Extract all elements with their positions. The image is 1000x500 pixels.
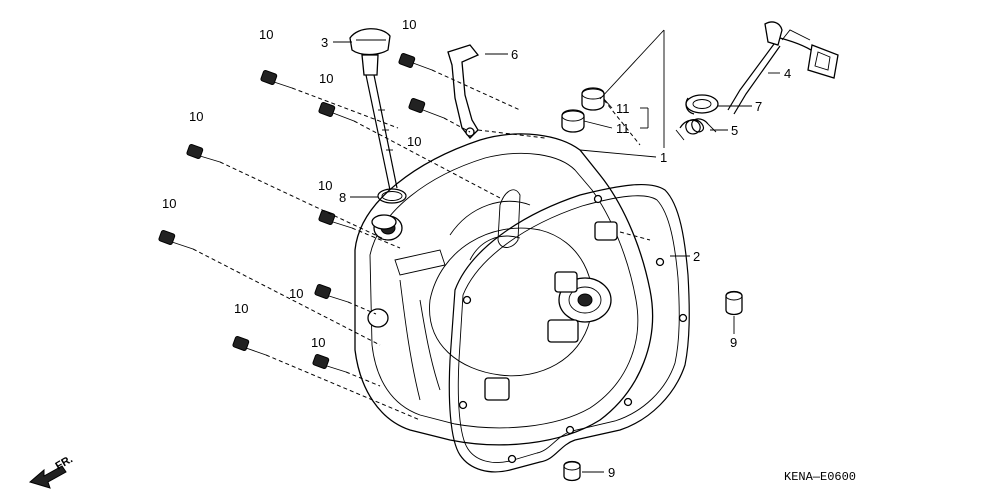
callout-10: 10 [319, 71, 333, 86]
cover-gasket [448, 183, 690, 473]
callout-4: 4 [784, 66, 791, 81]
callout-8: 8 [339, 190, 346, 205]
diagram-code: KENA—E0600 [784, 470, 856, 484]
callout-10: 10 [318, 178, 332, 193]
leader-lines [333, 29, 780, 473]
callout-labels: 10 10 10 10 10 10 10 10 10 10 3 6 11 11 … [162, 17, 791, 480]
dowel-pin-bottom [563, 460, 581, 482]
callout-6: 6 [511, 47, 518, 62]
return-spring [675, 118, 717, 141]
bolt [318, 209, 353, 229]
bearing-upper [581, 87, 605, 111]
assembly-lines [192, 69, 651, 421]
front-indicator-label: FR. [54, 453, 75, 472]
callout-10: 10 [259, 27, 273, 42]
front-direction-arrow-icon [28, 465, 67, 489]
callout-10: 10 [289, 286, 303, 301]
crankcase-cover [354, 133, 654, 446]
o-ring [377, 188, 407, 204]
callout-11: 11 [616, 101, 630, 116]
bearing-lower [561, 109, 585, 133]
callout-2: 2 [693, 249, 700, 264]
bolt [408, 97, 445, 119]
oil-dipstick [349, 28, 398, 191]
callout-7: 7 [755, 99, 762, 114]
bolt [260, 69, 293, 89]
sensor-cable [727, 21, 839, 115]
callout-9: 9 [608, 465, 615, 480]
callout-10: 10 [311, 335, 325, 350]
callout-10: 10 [407, 134, 421, 149]
callout-10: 10 [402, 17, 416, 32]
filler-neck [371, 214, 397, 230]
callout-11: 11 [616, 121, 630, 136]
callout-5: 5 [731, 123, 738, 138]
o-ring-inner [381, 191, 403, 201]
callout-10: 10 [189, 109, 203, 124]
bolt [232, 335, 267, 356]
oil-seal [685, 94, 719, 115]
bolt [318, 101, 355, 122]
callout-10: 10 [162, 196, 176, 211]
bolt [158, 229, 194, 250]
callout-1: 1 [660, 150, 667, 165]
bolt [312, 353, 347, 373]
bolt [314, 283, 349, 303]
callout-9: 9 [730, 335, 737, 350]
callout-10: 10 [234, 301, 248, 316]
bolt [186, 143, 221, 163]
callout-3: 3 [321, 35, 328, 50]
stay-bracket [447, 44, 480, 139]
dowel-pin-right [725, 290, 743, 316]
bolt [398, 52, 433, 71]
